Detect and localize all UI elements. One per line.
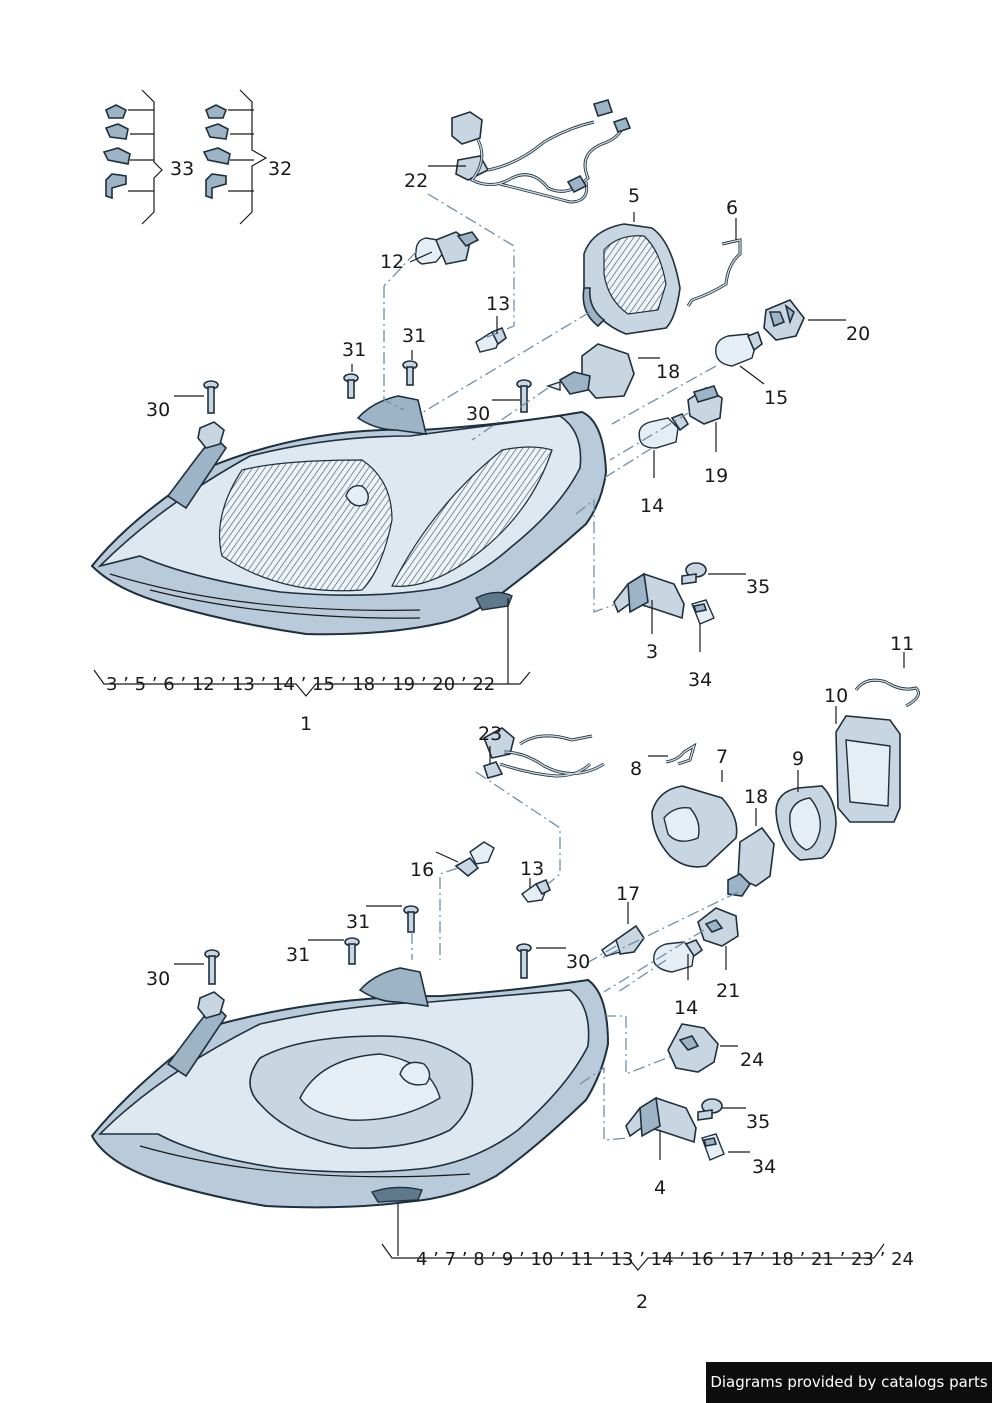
screw-35-upper (681, 562, 707, 585)
clip-34-upper (691, 599, 715, 625)
wiring-harness-22 (451, 99, 632, 204)
callout-31-lower-left: 31 (286, 944, 310, 966)
control-unit-18-upper (545, 343, 635, 399)
callout-4: 4 (654, 1177, 666, 1199)
bulb-13-lower (521, 878, 552, 903)
clip-set-32 (202, 89, 268, 225)
callout-30-lower-left: 30 (146, 968, 170, 990)
callout-20: 20 (846, 323, 870, 345)
assembly-2-contents: 4 ’ 7 ’ 8 ’ 9 ’ 10 ’ 11 ’ 13 ’ 14 ’ 16 ’… (416, 1249, 914, 1270)
bracket-3 (613, 572, 685, 620)
screw-31-upper-right (402, 360, 418, 386)
retaining-spring-11 (854, 678, 920, 708)
callout-34-lower: 34 (752, 1156, 776, 1178)
cap-9 (775, 785, 837, 861)
screw-30-upper-right (516, 379, 532, 413)
callout-31-upper-right: 31 (402, 325, 426, 347)
callout-19: 19 (704, 465, 728, 487)
callout-24: 24 (740, 1049, 764, 1071)
bulb-14-upper (638, 413, 690, 449)
callout-8: 8 (630, 758, 642, 780)
callout-32: 32 (268, 158, 292, 180)
cap-10 (835, 715, 901, 823)
bulb-13-upper (475, 326, 507, 353)
screw-30-upper-left (203, 380, 219, 414)
bulb-14-lower (653, 939, 704, 973)
bulb-12 (414, 231, 480, 265)
callout-13-lower: 13 (520, 858, 544, 880)
callout-16: 16 (410, 859, 434, 881)
callout-2: 2 (636, 1291, 648, 1313)
callout-14-upper: 14 (640, 495, 664, 517)
callout-10: 10 (824, 685, 848, 707)
credit-badge: Diagrams provided by catalogs parts (706, 1362, 992, 1403)
callout-7: 7 (716, 746, 728, 768)
callout-30-upper-right: 30 (466, 403, 490, 425)
callout-34-upper: 34 (688, 669, 712, 691)
callout-22: 22 (404, 170, 428, 192)
callout-21: 21 (716, 980, 740, 1002)
callout-35-upper: 35 (746, 576, 770, 598)
callout-14-lower: 14 (674, 997, 698, 1019)
callout-30-lower-right: 30 (566, 951, 590, 973)
callout-9: 9 (792, 748, 804, 770)
bulb-socket-20 (763, 299, 805, 341)
guide-lines (383, 193, 739, 1141)
callout-31-upper-left: 31 (342, 339, 366, 361)
bulb-socket-19 (687, 385, 723, 425)
callout-labels: 33 32 22 5 6 12 13 31 31 20 18 30 30 15 … (106, 158, 914, 1313)
callout-5: 5 (628, 185, 640, 207)
callout-13-upper: 13 (486, 293, 510, 315)
callout-12: 12 (380, 251, 404, 273)
screw-30-lower-left (204, 949, 220, 985)
callout-18-lower: 18 (744, 786, 768, 808)
headlight-assembly-1 (90, 395, 608, 636)
bracket-4 (625, 1096, 697, 1144)
callout-3: 3 (646, 641, 658, 663)
bulb-socket-21 (697, 907, 739, 947)
callout-23: 23 (478, 723, 502, 745)
headlight-assembly-2 (90, 967, 610, 1209)
retaining-spring-6 (686, 238, 742, 307)
clip-34-lower (701, 1133, 725, 1161)
callout-33: 33 (170, 158, 194, 180)
leader-lines (93, 165, 905, 1271)
wiring-harness-23 (482, 727, 605, 779)
callout-6: 6 (726, 197, 738, 219)
screw-31-lower-top (403, 905, 419, 933)
callout-17: 17 (616, 883, 640, 905)
screw-30-lower-right (516, 943, 532, 979)
callout-30-upper-left: 30 (146, 399, 170, 421)
clip-set-33 (102, 89, 163, 225)
bulb-15 (715, 330, 763, 367)
screw-35-lower (697, 1098, 723, 1121)
bracket-24 (667, 1023, 719, 1073)
bulb-16 (454, 841, 495, 878)
dust-cap-5 (582, 223, 681, 335)
callout-15: 15 (764, 387, 788, 409)
screw-31-upper-left (343, 373, 359, 399)
cap-7 (651, 785, 738, 868)
callout-35-lower: 35 (746, 1111, 770, 1133)
callout-31-lower-top: 31 (346, 911, 370, 933)
callout-1: 1 (300, 713, 312, 735)
callout-18-upper: 18 (656, 361, 680, 383)
assembly-1-contents: 3 ’ 5 ’ 6 ’ 12 ’ 13 ’ 14 ’ 15 ’ 18 ’ 19 … (106, 674, 495, 695)
control-unit-18-lower (727, 826, 775, 897)
callout-11: 11 (890, 633, 914, 655)
screw-31-lower-left (344, 937, 360, 965)
